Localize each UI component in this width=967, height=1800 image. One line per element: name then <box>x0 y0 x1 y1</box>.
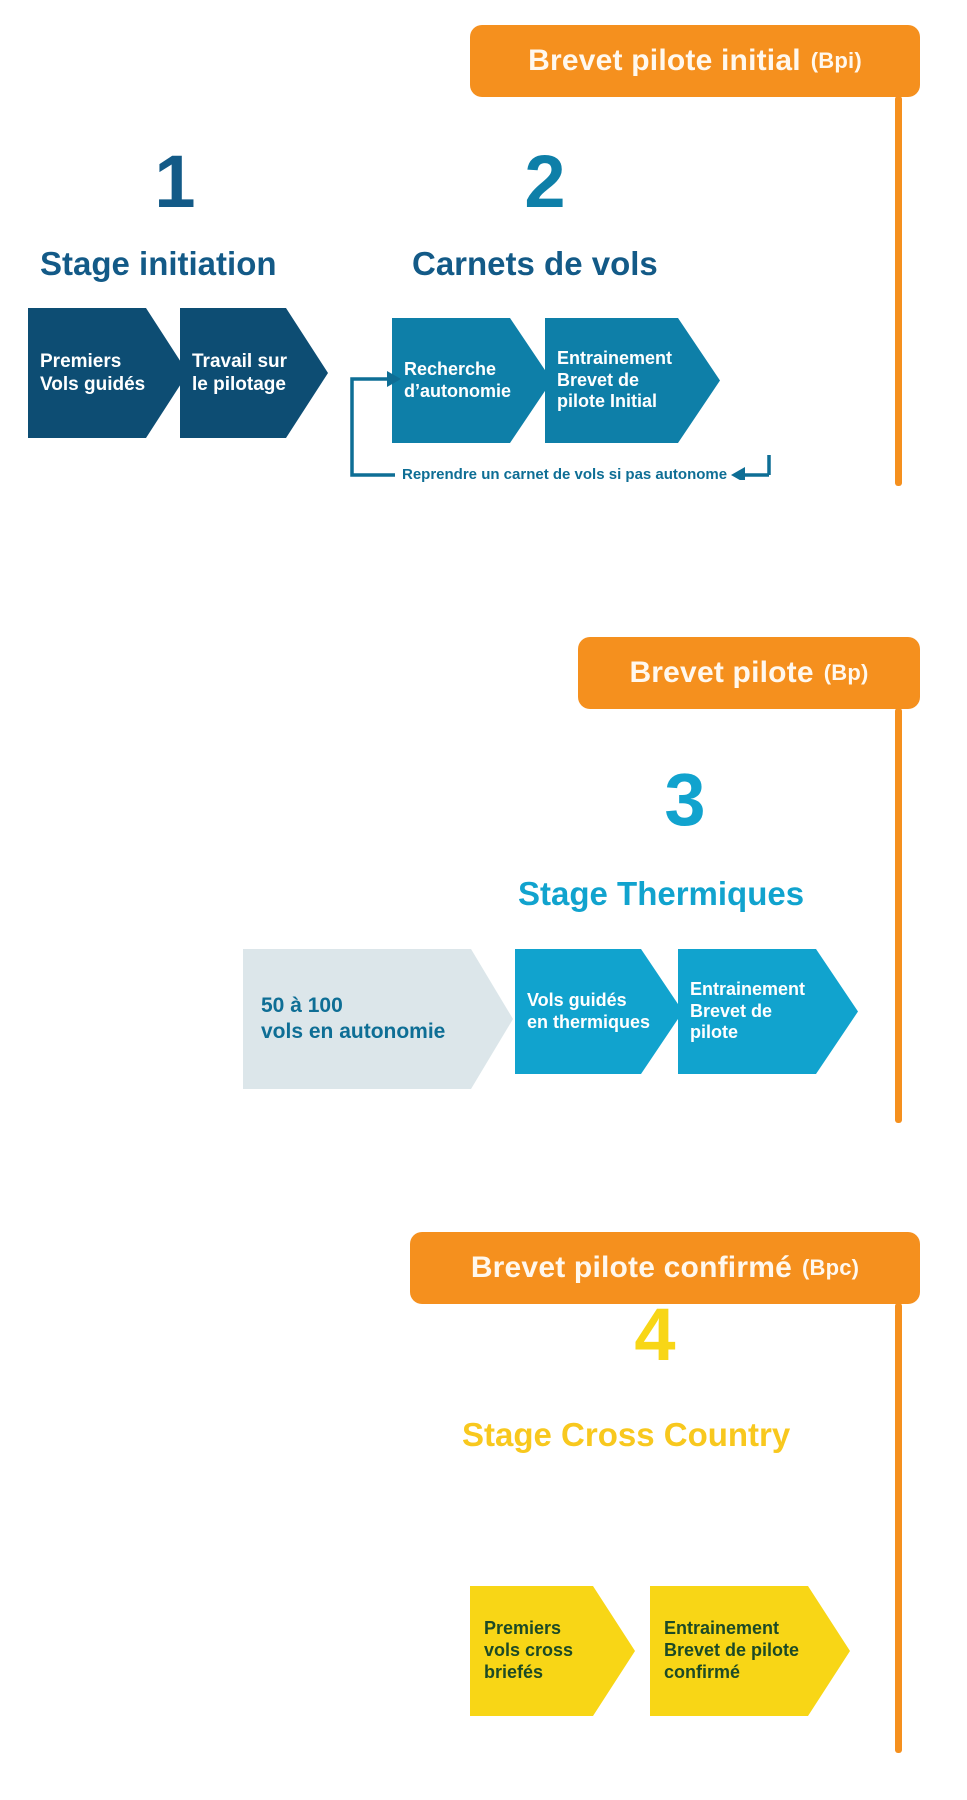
section-heading-stage-initiation: Stage initiation <box>40 245 277 282</box>
arrow-premiers-vols-cross-briefes: Premiers vols cross briefés <box>470 1586 635 1716</box>
arrow-entrainement-brevet-de-pilote: Entrainement Brevet de pilote <box>678 949 858 1074</box>
arrow-label: Entrainement Brevet de pilote Initial <box>557 347 673 412</box>
arrow-entrainement-brevet-pilote-confirme: Entrainement Brevet de pilote confirmé <box>650 1586 850 1716</box>
arrow-label: Recherche d’autonomie <box>404 358 511 401</box>
step-number-2: 2 <box>524 140 566 223</box>
connector-line-bpc <box>895 1303 902 1753</box>
step-number-4: 4 <box>634 1293 676 1376</box>
arrow-label: Premiers Vols guidés <box>40 350 146 395</box>
step-number-3: 3 <box>664 758 706 841</box>
feedback-loop-path <box>350 371 771 480</box>
feedback-loop-label: Reprendre un carnet de vols si pas auton… <box>402 466 728 483</box>
arrow-label: Vols guidés en thermiques <box>527 989 651 1032</box>
arrow-label: Premiers vols cross briefés <box>484 1618 574 1682</box>
badge-abbreviation: (Bp) <box>823 660 869 685</box>
step-number-1: 1 <box>154 140 196 223</box>
badge-title: Brevet pilote confirmé <box>470 1251 792 1284</box>
arrow-vols-guides-en-thermiques: Vols guidés en thermiques <box>515 949 683 1074</box>
arrow-premiers-vols-guides: Premiers Vols guidés <box>28 308 188 438</box>
badge-title: Brevet pilote <box>629 656 814 689</box>
arrow-label: Entrainement Brevet de pilote <box>690 978 806 1043</box>
arrow-travail-sur-le-pilotage: Travail sur le pilotage <box>180 308 328 438</box>
arrow-label: Travail sur le pilotage <box>192 350 288 395</box>
section-heading-carnets-de-vols: Carnets de vols <box>412 245 658 282</box>
badge-brevet-pilote-confirme: Brevet pilote confirmé (Bpc) <box>410 1232 920 1304</box>
badge-abbreviation: (Bpi) <box>810 48 862 73</box>
section-heading-stage-thermiques: Stage Thermiques <box>518 875 805 912</box>
arrow-50-a-100-vols-en-autonomie: 50 à 100 vols en autonomie <box>243 949 513 1089</box>
connector-line-bpi <box>895 96 902 486</box>
badge-title: Brevet pilote initial <box>528 44 801 77</box>
arrow-label: Entrainement Brevet de pilote confirmé <box>664 1618 800 1682</box>
badge-brevet-pilote: Brevet pilote (Bp) <box>578 637 920 709</box>
badge-abbreviation: (Bpc) <box>801 1255 860 1280</box>
arrow-label: 50 à 100 vols en autonomie <box>261 994 446 1043</box>
connector-line-bp <box>895 708 902 1123</box>
badge-brevet-pilote-initial: Brevet pilote initial (Bpi) <box>470 25 920 97</box>
section-heading-stage-cross-country: Stage Cross Country <box>462 1416 791 1453</box>
arrow-entrainement-brevet-pilote-initial: Entrainement Brevet de pilote Initial <box>545 318 720 443</box>
